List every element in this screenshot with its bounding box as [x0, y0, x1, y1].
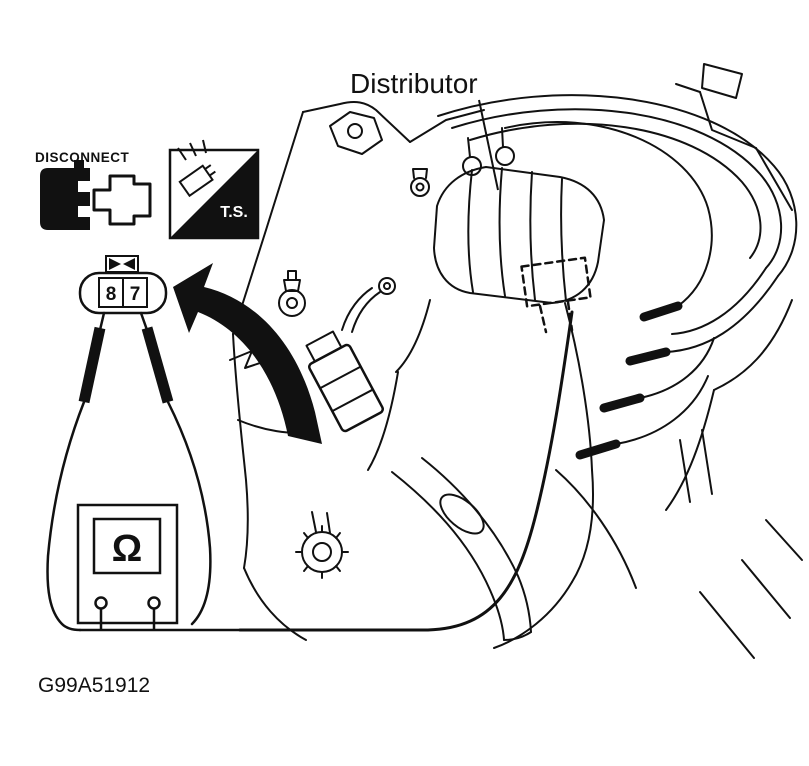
test-symbol-icon: T.S.: [168, 139, 260, 240]
meter-terminal-left: [94, 596, 108, 610]
distributor-leader-line: [478, 99, 499, 191]
disconnect-connector-icon: [40, 160, 152, 230]
bowtie-icon: [109, 258, 135, 270]
hose-clamp: [295, 511, 349, 579]
distributor-label: Distributor: [350, 68, 478, 99]
harness-connector: [305, 277, 396, 433]
ohm-symbol: Ω: [112, 528, 142, 570]
meter-terminal-right: [147, 596, 161, 610]
pointer-arrow: [173, 263, 322, 444]
disconnect-label: DISCONNECT: [35, 150, 130, 165]
engine-art: [229, 63, 803, 659]
figure-id: G99A51912: [38, 674, 150, 697]
spark-plug-cables: [437, 94, 798, 445]
test-leads: [46, 311, 242, 632]
connector-pin-7: 7: [130, 284, 141, 305]
distributor-body: [433, 127, 605, 304]
connector-pin-8: 8: [106, 284, 117, 305]
test-symbol-label: T.S.: [220, 204, 248, 221]
test-symbol-connector-glyph: [177, 139, 216, 198]
hose: [391, 457, 532, 641]
connector-pinout: 8 7: [78, 255, 168, 315]
long-test-lead: [238, 310, 574, 632]
ohmmeter: Ω: [76, 503, 179, 630]
spark-plug-boots: [575, 301, 683, 460]
